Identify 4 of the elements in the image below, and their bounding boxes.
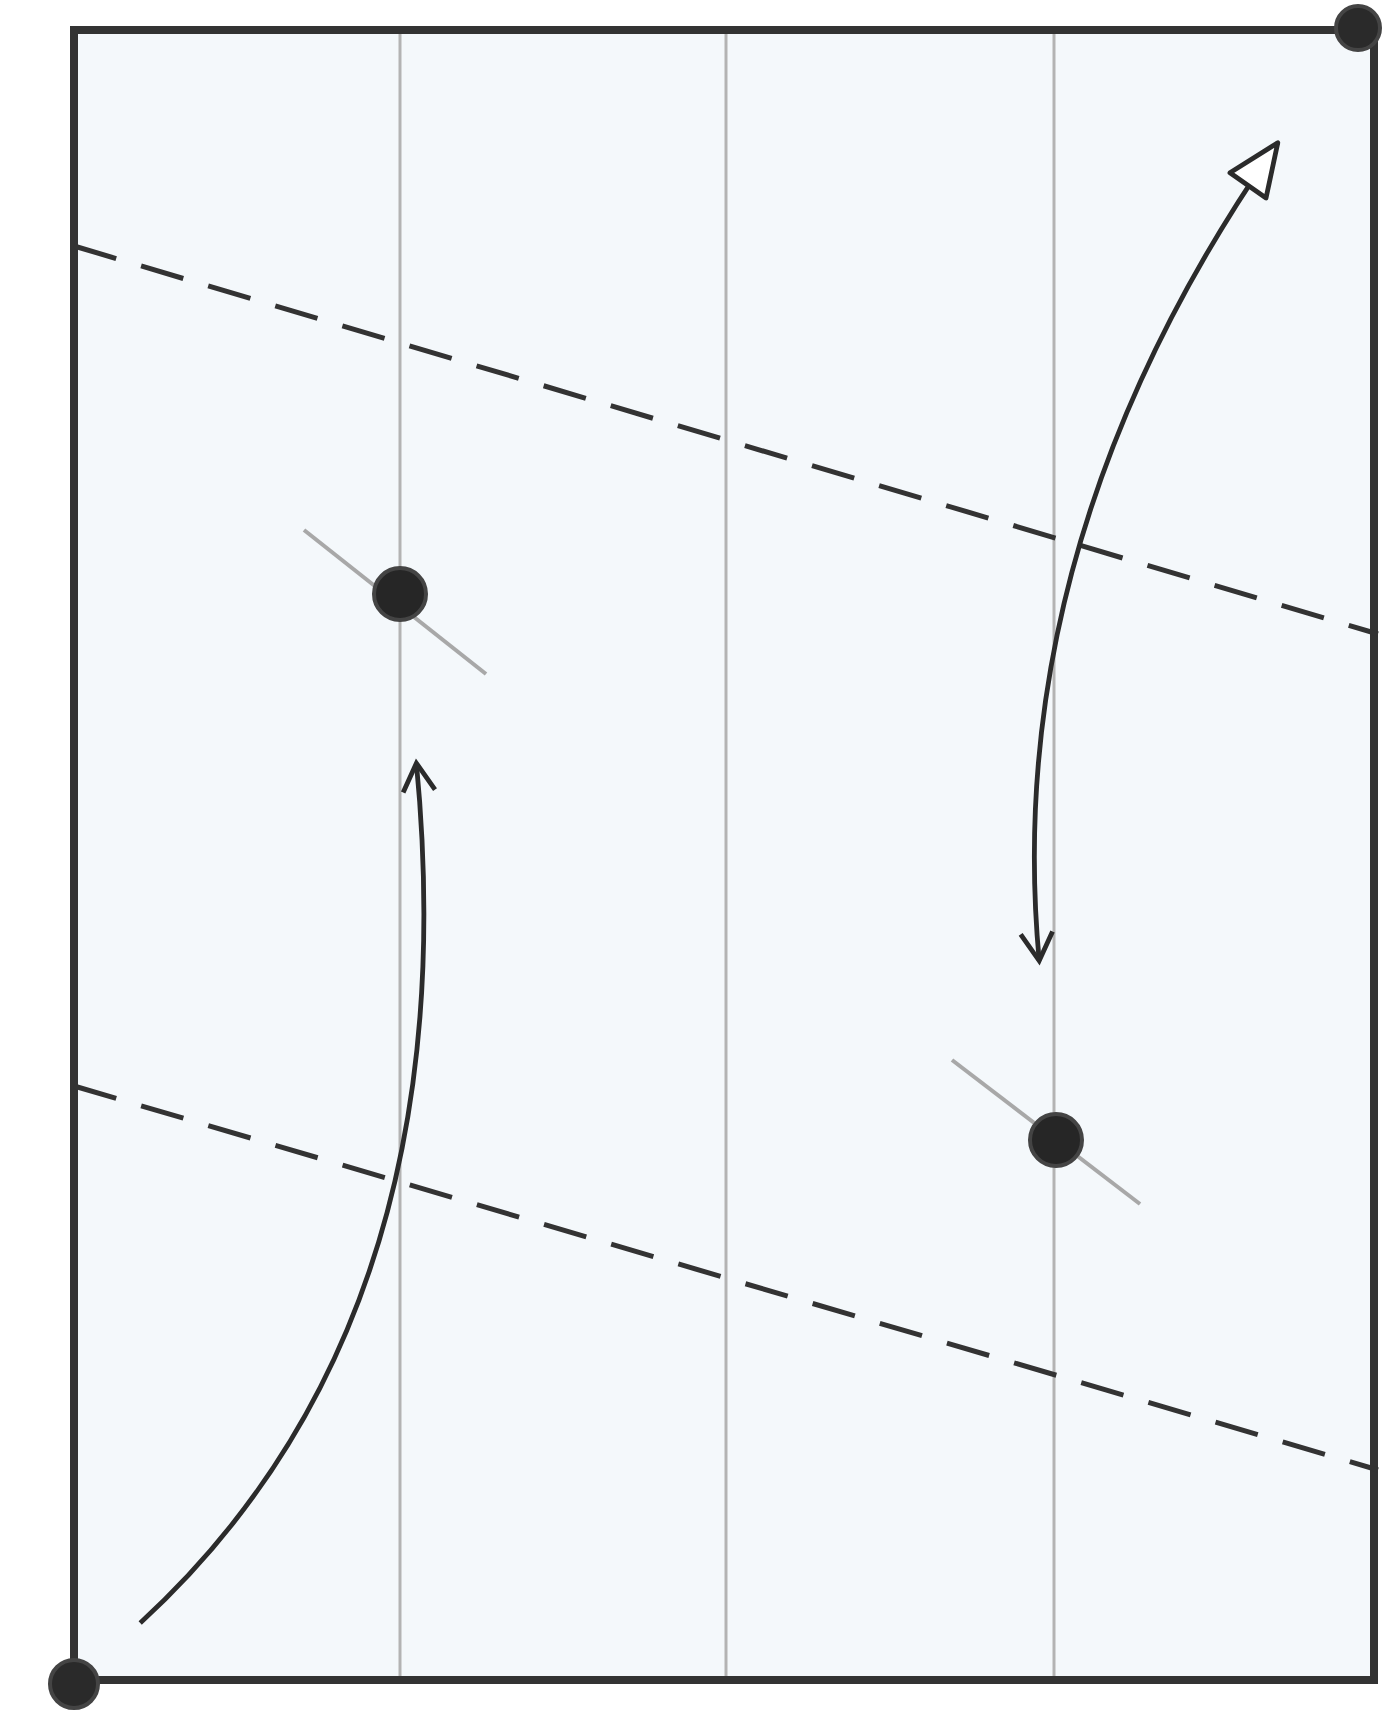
- corner-dot: [1334, 4, 1382, 52]
- corner-dot: [48, 1658, 100, 1710]
- fold-arrow: [138, 760, 437, 1625]
- fold-arrow: [1019, 140, 1281, 964]
